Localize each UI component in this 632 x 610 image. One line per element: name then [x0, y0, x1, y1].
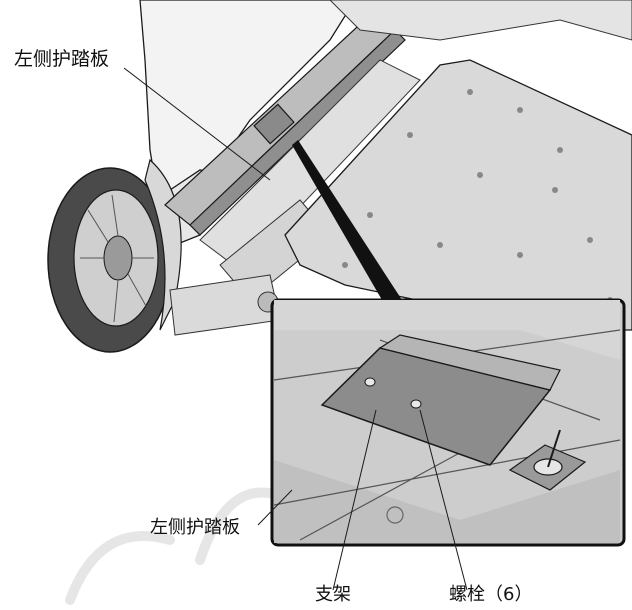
left-step-label-inset: 左侧护踏板	[150, 517, 240, 538]
left-step-label-top: 左侧护踏板	[14, 48, 110, 70]
leader-top-step	[123, 67, 271, 181]
inset-detail	[270, 298, 626, 547]
bolt-markers	[364, 377, 422, 409]
inset-leaders	[257, 409, 468, 591]
bolt-label: 螺栓（6）	[449, 584, 533, 605]
fastener-detail	[508, 429, 587, 491]
bracket-label: 支架	[315, 584, 351, 605]
zoom-wedge	[292, 140, 402, 300]
side-step-rail	[164, 14, 406, 236]
wheel	[47, 158, 182, 353]
